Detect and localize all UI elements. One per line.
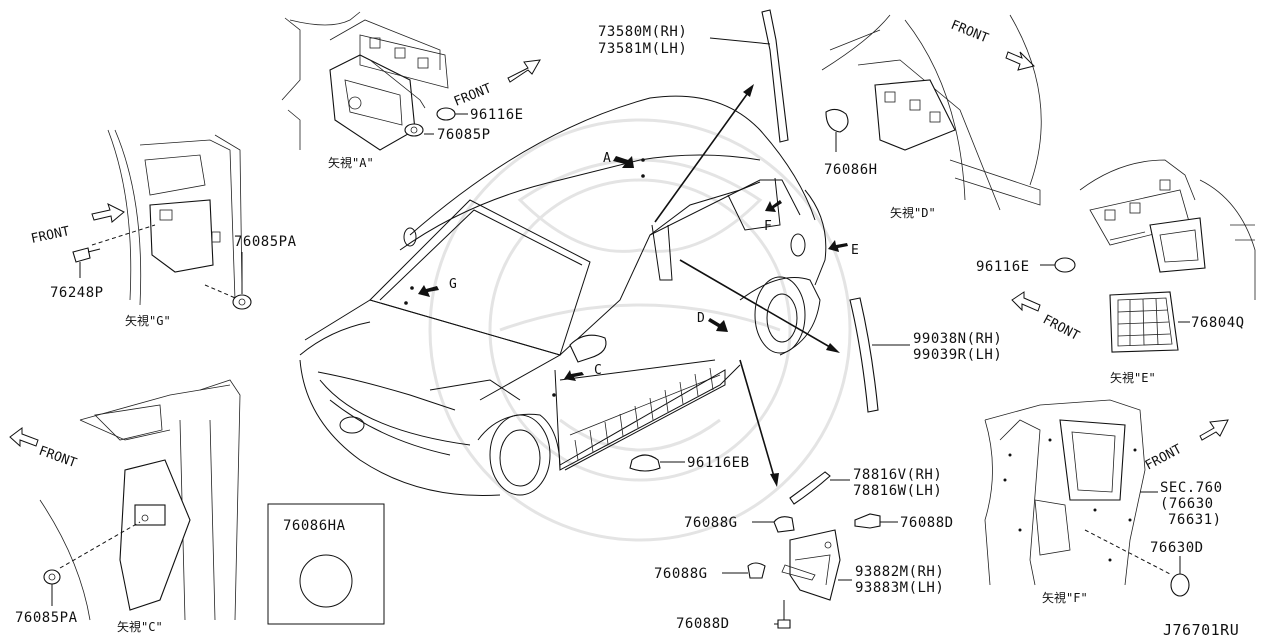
label-99039r: 99039R(LH) — [913, 347, 1002, 363]
label-78816v: 78816V(RH) — [853, 467, 942, 483]
vehicle-body — [299, 95, 827, 497]
strip-78816v — [789, 471, 850, 505]
watermark — [428, 118, 852, 542]
callout-a: A — [603, 151, 611, 166]
pad-76086h-part — [825, 108, 849, 133]
view-g-caption: 矢視"G" — [125, 313, 171, 328]
view-c-inset — [39, 379, 241, 621]
view-f-inset — [984, 399, 1190, 597]
callout-arrows — [418, 156, 848, 381]
svg-text:FRONT: FRONT — [37, 444, 79, 472]
front-arrow-d: FRONT — [949, 18, 1035, 71]
view-f-caption: 矢視"F" — [1042, 590, 1088, 605]
label-76086ha: 76086HA — [283, 518, 346, 534]
label-76085pa-c: 76085PA — [15, 610, 78, 626]
label-76630d: 76630D — [1150, 540, 1204, 556]
grommet-76085p-part — [404, 123, 424, 137]
view-a-caption: 矢視"A" — [328, 155, 374, 170]
diagram-reference-code: J76701RU — [1163, 621, 1239, 639]
label-96116e-e: 96116E — [976, 259, 1030, 275]
label-73581m: 73581M(LH) — [598, 41, 687, 57]
grille-76804q-part — [1109, 291, 1179, 353]
svg-text:FRONT: FRONT — [1040, 312, 1082, 344]
label-73580m: 73580M(RH) — [598, 24, 687, 40]
label-99038n: 99038N(RH) — [913, 331, 1002, 347]
front-arrow-f: FRONT — [1143, 419, 1229, 474]
molding-99038n — [849, 297, 910, 413]
label-93882m: 93882M(RH) — [855, 564, 944, 580]
view-e-caption: 矢視"E" — [1110, 370, 1156, 385]
mudguard-assembly — [722, 513, 898, 629]
svg-text:FRONT: FRONT — [30, 224, 72, 247]
label-76248p: 76248P — [50, 285, 104, 301]
label-78816w: 78816W(LH) — [853, 483, 942, 499]
label-76085p: 76085P — [437, 127, 491, 143]
label-76085pa-g: 76085PA — [234, 234, 297, 250]
label-sec760: SEC.760 — [1160, 480, 1223, 496]
label-76088d-bot: 76088D — [676, 616, 730, 632]
callout-g: G — [449, 277, 457, 292]
view-c-caption: 矢視"C" — [117, 619, 163, 634]
grommet-96116eb-part — [629, 454, 685, 472]
callout-d: D — [697, 311, 705, 326]
label-76088g-mid: 76088G — [654, 566, 708, 582]
label-96116eb: 96116EB — [687, 455, 750, 471]
label-93883m: 93883M(LH) — [855, 580, 944, 596]
view-g-inset — [72, 129, 252, 310]
svg-text:FRONT: FRONT — [949, 18, 991, 47]
pillar-molding-73580m — [709, 9, 789, 143]
front-arrow-e: FRONT — [1011, 291, 1082, 344]
front-arrow-g: FRONT — [30, 203, 125, 247]
part-box-76086ha — [267, 503, 385, 625]
leader-arrows — [654, 84, 840, 487]
label-76630-open: (76630 — [1160, 496, 1214, 512]
view-d-caption: 矢視"D" — [890, 205, 936, 220]
svg-text:FRONT: FRONT — [452, 81, 494, 110]
grommet-96116e-part — [436, 107, 456, 121]
view-e-inset — [1040, 159, 1256, 353]
label-76088d-top: 76088D — [900, 515, 954, 531]
label-76088g-top: 76088G — [684, 515, 738, 531]
label-96116e-a: 96116E — [470, 107, 524, 123]
view-a-inset — [281, 11, 468, 151]
callout-e: E — [851, 243, 859, 258]
label-76631-close: 76631) — [1168, 512, 1222, 528]
callout-c: C — [594, 363, 602, 378]
callout-f: F — [764, 219, 772, 234]
front-arrow-c: FRONT — [9, 427, 79, 472]
front-arrow-a: FRONT — [452, 59, 541, 110]
svg-text:FRONT: FRONT — [1143, 442, 1185, 474]
label-76086h: 76086H — [824, 162, 878, 178]
label-76804q: 76804Q — [1191, 315, 1245, 331]
view-d-inset — [821, 14, 1042, 211]
